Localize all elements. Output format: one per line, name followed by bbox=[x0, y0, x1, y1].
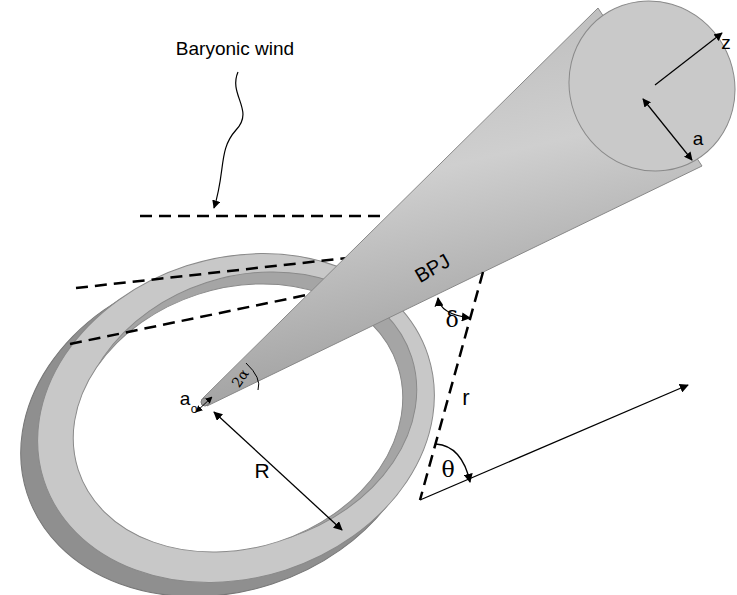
angle-label: θ bbox=[441, 459, 454, 481]
radius-label: a bbox=[693, 129, 704, 148]
jet-end-disc bbox=[538, 0, 737, 201]
radius-label: a bbox=[180, 389, 191, 408]
radius-label: R bbox=[254, 460, 269, 481]
leader-line bbox=[214, 72, 243, 208]
base-radius-arrow bbox=[196, 397, 212, 412]
subscript-label: o bbox=[191, 403, 198, 415]
r-radius-arrow bbox=[214, 412, 342, 530]
jet-label: BPJ bbox=[411, 250, 453, 286]
jet-base bbox=[201, 398, 209, 406]
wind-label: Baryonic wind bbox=[176, 39, 294, 58]
angle-label: 2α bbox=[229, 366, 251, 389]
angle-label: δ bbox=[445, 309, 458, 331]
direction-arrow bbox=[420, 385, 688, 500]
radius-arrow bbox=[643, 99, 692, 160]
jet-cone bbox=[201, 0, 737, 406]
theta-arc bbox=[436, 444, 470, 482]
distance-line bbox=[420, 272, 483, 500]
z-arrow bbox=[655, 33, 722, 85]
distance-label: r bbox=[462, 387, 469, 409]
axis-label: z bbox=[721, 33, 731, 52]
